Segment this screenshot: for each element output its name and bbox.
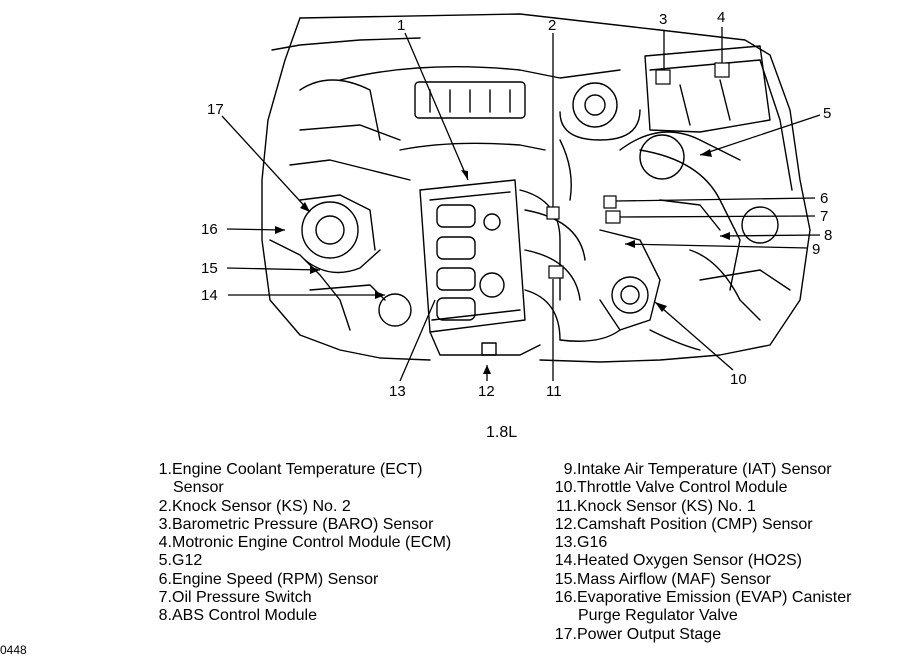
legend-text-cont: Purge Regulator Valve	[578, 607, 738, 625]
leader-1	[404, 32, 469, 181]
legend-item: 10.Throttle Valve Control Module	[551, 479, 911, 497]
legend-right-column: 9.Intake Air Temperature (IAT) Sensor 10…	[551, 461, 911, 644]
legend-item: 12.Camshaft Position (CMP) Sensor	[551, 516, 911, 534]
legend-item: 13.G16	[551, 534, 911, 552]
engine-bay-drawing	[261, 13, 811, 363]
legend-text: Engine Coolant Temperature (ECT)	[172, 461, 423, 478]
legend-text: G16	[577, 534, 608, 552]
callout-6: 6	[820, 190, 828, 207]
marker-2	[546, 206, 560, 220]
engine-bay-diagram: 1 2 3 4 5 6 7 8 9 10 11 12 13 14 15 16 1…	[201, 9, 832, 400]
legend-item: 14.Heated Oxygen Sensor (HO2S)	[551, 552, 911, 570]
leader-5	[699, 114, 821, 156]
callout-9: 9	[812, 241, 820, 258]
callout-13: 13	[389, 383, 406, 400]
legend-num: 6.	[158, 570, 172, 588]
marker-11	[548, 265, 564, 279]
legend-text: G12	[172, 552, 203, 570]
legend-item: 4.Motronic Engine Control Module (ECM)	[152, 534, 512, 552]
callout-markers	[546, 62, 730, 279]
callout-7: 7	[820, 208, 828, 225]
legend-item: 8.ABS Control Module	[152, 607, 512, 625]
legend-num: 15.	[554, 570, 577, 588]
legend-num: 5.	[158, 552, 172, 570]
legend-text: Throttle Valve Control Module	[577, 479, 788, 497]
legend-text: Barometric Pressure (BARO) Sensor	[172, 515, 434, 533]
legend-item: 6.Engine Speed (RPM) Sensor	[152, 571, 512, 589]
leader-13	[399, 299, 436, 382]
legend-num: 17.	[554, 625, 577, 643]
legend-num: 4.	[158, 534, 172, 552]
figure-id: 0448	[0, 643, 27, 657]
marker-7	[605, 210, 621, 224]
legend-num: 7.	[158, 589, 172, 607]
legend-item: 2.Knock Sensor (KS) No. 2	[152, 498, 512, 516]
engine-variant-label: 1.8L	[486, 424, 518, 441]
legend-item: 16.Evaporative Emission (EVAP) Canister …	[551, 589, 911, 626]
callout-14: 14	[201, 287, 218, 304]
callout-5: 5	[823, 105, 831, 122]
legend-left-column: 1.Engine Coolant Temperature (ECT) Senso…	[152, 461, 512, 626]
callout-2: 2	[548, 17, 556, 34]
callout-12: 12	[478, 383, 495, 400]
callout-16: 16	[201, 221, 218, 238]
legend-num: 3.	[158, 515, 172, 533]
leader-8	[719, 234, 821, 237]
legend-text: Knock Sensor (KS) No. 2	[172, 497, 351, 515]
legend-text: ABS Control Module	[172, 607, 317, 625]
legend-text: Heated Oxygen Sensor (HO2S)	[577, 552, 802, 570]
leader-7	[619, 215, 816, 218]
legend-text: Motronic Engine Control Module (ECM)	[172, 534, 452, 552]
legend-text: Oil Pressure Switch	[172, 589, 312, 607]
legend-item: 15.Mass Airflow (MAF) Sensor	[551, 571, 911, 589]
legend-item: 11.Knock Sensor (KS) No. 1	[551, 498, 911, 516]
legend-num: 16.	[554, 589, 577, 607]
legend-num: 12.	[554, 515, 577, 533]
callout-numbers: 1 2 3 4 5 6 7 8 9 10 11 12 13 14 15 16 1…	[201, 9, 832, 400]
legend-item: 17.Power Output Stage	[551, 626, 911, 644]
legend-item: 9.Intake Air Temperature (IAT) Sensor	[551, 461, 911, 479]
leader-17	[221, 115, 311, 213]
callout-8: 8	[824, 227, 832, 244]
marker-3	[655, 69, 671, 85]
legend-num: 11.	[555, 497, 577, 515]
legend-num: 2.	[158, 497, 172, 515]
legend-num: 13.	[554, 534, 577, 552]
legend-text: Power Output Stage	[577, 625, 722, 643]
marker-6	[603, 195, 617, 209]
callout-17: 17	[207, 101, 224, 118]
legend-text-cont: Sensor	[173, 479, 224, 497]
leader-lines	[221, 27, 821, 382]
callout-1: 1	[397, 17, 405, 34]
leader-15	[226, 267, 321, 271]
leader-arrowheads	[275, 149, 730, 374]
legend-text: Intake Air Temperature (IAT) Sensor	[577, 461, 832, 478]
legend-item: 1.Engine Coolant Temperature (ECT) Senso…	[152, 461, 512, 498]
legend-num: 1.	[158, 461, 172, 478]
leader-6	[615, 197, 816, 202]
legend-num: 9.	[563, 461, 577, 478]
legend-item: 3.Barometric Pressure (BARO) Sensor	[152, 516, 512, 534]
legend-text: Engine Speed (RPM) Sensor	[172, 570, 379, 588]
callout-15: 15	[201, 260, 218, 277]
legend-num: 10.	[554, 479, 577, 497]
callout-10: 10	[730, 371, 747, 388]
legend-item: 7.Oil Pressure Switch	[152, 589, 512, 607]
callout-11: 11	[546, 383, 562, 400]
leader-10	[654, 301, 734, 371]
leader-9	[624, 243, 809, 249]
legend-num: 8.	[158, 607, 172, 625]
legend-text: Camshaft Position (CMP) Sensor	[577, 515, 813, 533]
legend-text: Knock Sensor (KS) No. 1	[577, 497, 756, 515]
marker-4	[714, 62, 730, 78]
legend-text: Mass Airflow (MAF) Sensor	[577, 570, 771, 588]
callout-3: 3	[659, 11, 667, 28]
legend-num: 14.	[554, 552, 577, 570]
legend-item: 5.G12	[152, 552, 512, 570]
legend-text: Evaporative Emission (EVAP) Canister	[577, 589, 852, 607]
callout-4: 4	[717, 9, 725, 26]
